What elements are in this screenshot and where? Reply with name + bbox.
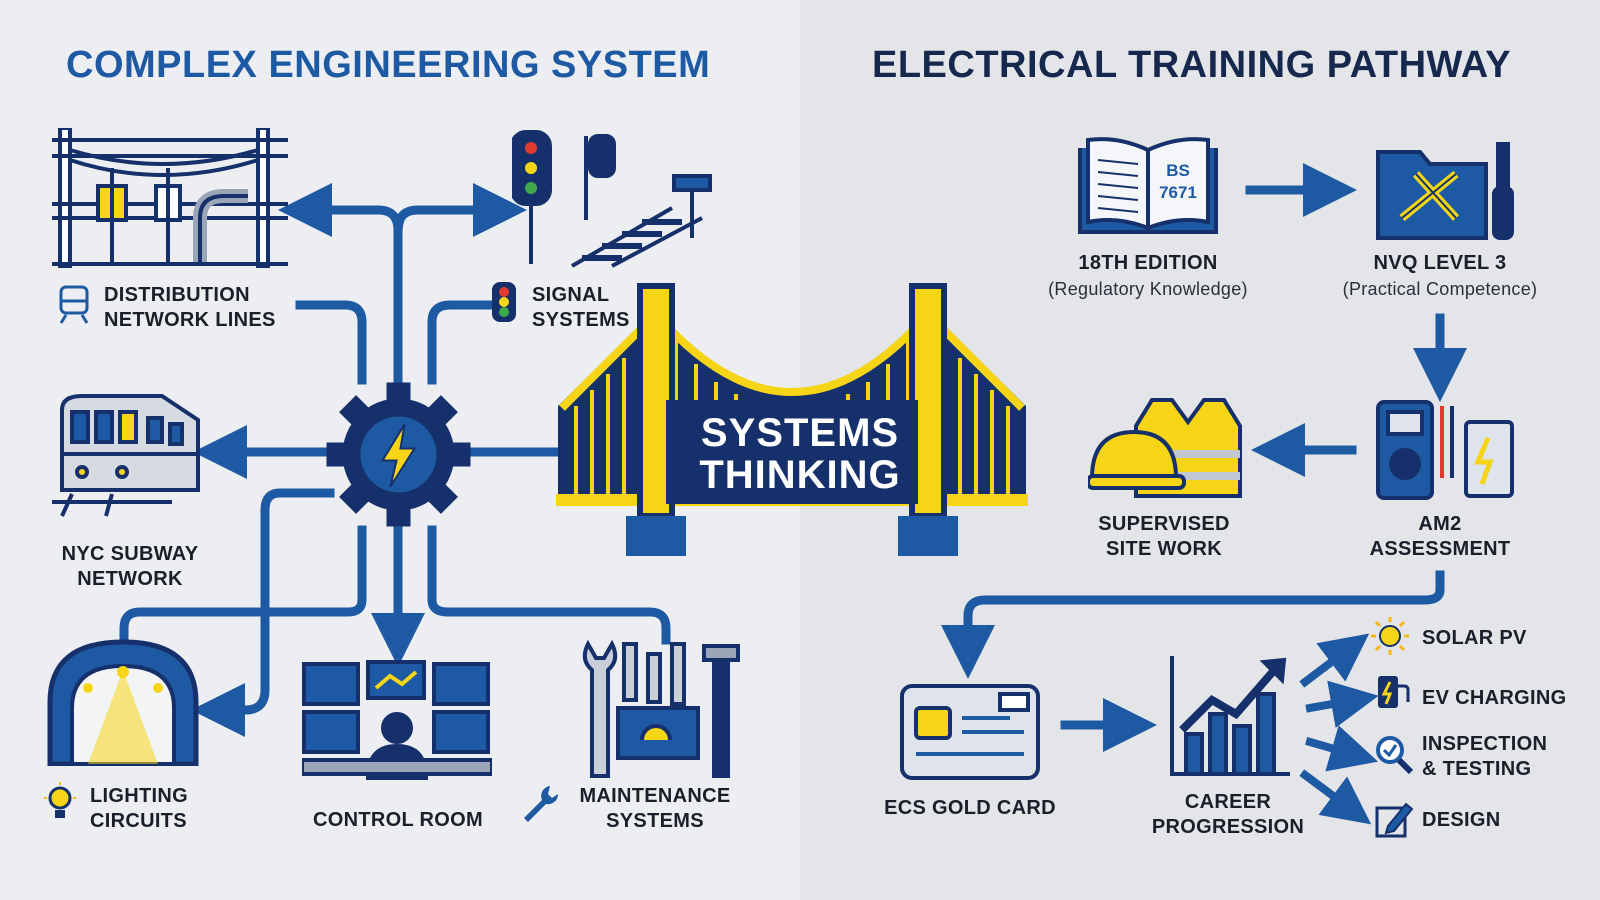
traffic-light-icon	[492, 282, 516, 322]
tools-icon	[582, 640, 740, 778]
railway-signal-icon	[512, 130, 712, 268]
magnifier-check-icon	[1376, 736, 1414, 775]
id-card-icon	[900, 684, 1040, 780]
wrench-icon	[524, 786, 559, 822]
nvq-subtitle: (Practical Competence)	[1342, 279, 1538, 299]
gear-lightning-icon	[326, 382, 471, 527]
open-book-icon: BS 7671	[1078, 137, 1218, 234]
edition-subtitle: (Regulatory Knowledge)	[1048, 279, 1248, 299]
growth-chart-icon	[1170, 656, 1290, 776]
lit-tunnel-icon	[47, 639, 199, 766]
hard-hat-vest-icon	[1088, 398, 1242, 498]
nvq-title: NVQ LEVEL 3	[1373, 252, 1507, 274]
book-text-bs: BS	[1166, 161, 1190, 180]
ev-charger-icon	[1378, 676, 1410, 708]
book-text-7671: 7671	[1159, 183, 1197, 202]
pencil-edit-icon	[1375, 802, 1414, 838]
multimeter-icon	[1376, 400, 1514, 500]
sun-icon	[1371, 617, 1409, 655]
outcome-ev: EV CHARGING	[1422, 687, 1567, 709]
power-lines-icon	[52, 128, 288, 268]
control-room-icon	[302, 660, 492, 780]
left-panel-title: COMPLEX ENGINEERING SYSTEM	[66, 44, 711, 86]
control-room-label: CONTROL ROOM	[313, 809, 483, 831]
outcome-solar: SOLAR PV	[1422, 627, 1527, 649]
right-panel-title: ELECTRICAL TRAINING PATHWAY	[872, 44, 1512, 86]
light-bulb-icon	[44, 782, 76, 818]
subway-train-icon	[52, 394, 200, 517]
ecs-label: ECS GOLD CARD	[884, 797, 1056, 819]
train-icon	[59, 285, 89, 324]
tool-folder-icon	[1376, 142, 1514, 240]
outcome-design: DESIGN	[1422, 809, 1501, 831]
outcome-inspection: INSPECTION& TESTING	[1422, 733, 1548, 780]
suspension-bridge-icon	[556, 283, 1028, 556]
edition-title: 18TH EDITION	[1078, 252, 1218, 274]
